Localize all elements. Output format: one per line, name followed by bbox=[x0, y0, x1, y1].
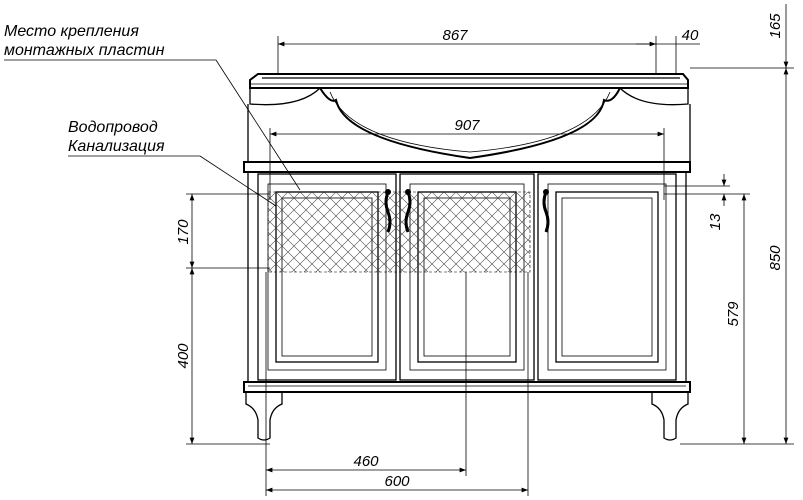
svg-text:867: 867 bbox=[442, 27, 468, 44]
svg-text:40: 40 bbox=[682, 27, 699, 44]
svg-text:600: 600 bbox=[384, 473, 410, 490]
cabinet-legs bbox=[245, 391, 689, 441]
cabinet-body bbox=[243, 104, 691, 393]
svg-text:460: 460 bbox=[353, 453, 379, 470]
svg-text:400: 400 bbox=[175, 343, 192, 369]
svg-text:907: 907 bbox=[454, 117, 480, 134]
label-mount-plates-2: монтажных пластин bbox=[4, 42, 165, 59]
label-water-supply: Водопровод bbox=[68, 119, 158, 136]
dim-40: 40 bbox=[636, 27, 700, 74]
dim-907: 907 bbox=[269, 117, 665, 200]
label-mount-plates-1: Место крепления bbox=[4, 23, 139, 40]
countertop bbox=[249, 73, 689, 89]
dim-579: 579 bbox=[664, 193, 750, 444]
svg-text:13: 13 bbox=[707, 213, 724, 230]
callout-mount-plates: Место крепления монтажных пластин bbox=[4, 23, 301, 191]
mounting-mesh-area bbox=[267, 191, 531, 273]
dim-13: 13 bbox=[664, 174, 730, 230]
dim-460: 460 bbox=[265, 272, 467, 496]
dim-400: 400 bbox=[175, 268, 270, 445]
dim-600: 600 bbox=[266, 272, 529, 496]
dim-170: 170 bbox=[175, 193, 270, 269]
door-handles bbox=[384, 189, 550, 233]
dim-165: 165 bbox=[690, 4, 794, 69]
svg-text:850: 850 bbox=[767, 245, 784, 271]
svg-text:579: 579 bbox=[725, 301, 742, 327]
svg-text:170: 170 bbox=[175, 219, 192, 245]
label-sewage: Канализация bbox=[68, 138, 165, 155]
sink-bowl bbox=[249, 87, 689, 160]
dim-850: 850 bbox=[680, 68, 794, 445]
dim-867: 867 bbox=[277, 27, 657, 74]
callout-pipes: Водопровод Канализация bbox=[68, 119, 277, 207]
svg-text:165: 165 bbox=[767, 13, 784, 39]
